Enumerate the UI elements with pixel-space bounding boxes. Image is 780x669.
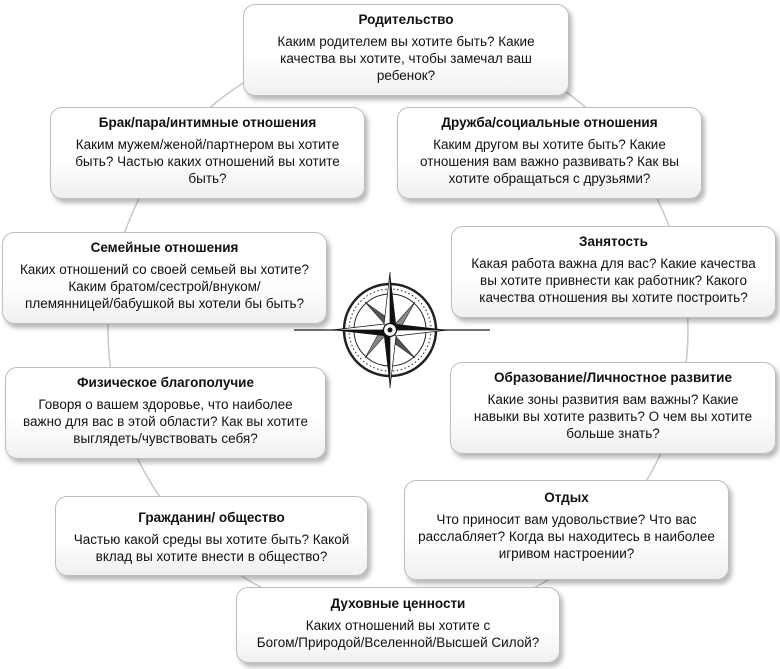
box-text: Каким мужем/женой/партнером вы хотите бы…: [61, 136, 354, 187]
compass-rose-icon: [294, 271, 490, 389]
box-text: Каким другом вы хотите быть? Какие отнош…: [408, 136, 691, 187]
box-text: Каким родителем вы хотите быть? Какие ка…: [254, 33, 558, 84]
box-text-line: Каким родителем вы хотите быть? Какие: [277, 34, 535, 49]
box-text: Говоря о вашем здоровье, что наиболее ва…: [16, 396, 315, 447]
box-text-line: быть?: [188, 171, 227, 186]
box-text-line: игривом настроении?: [498, 546, 635, 561]
box-text-line: больше знать?: [566, 426, 660, 441]
box-title: Брак/пара/интимные отношения: [98, 115, 317, 130]
box-title: Физическое благополучие: [77, 375, 254, 390]
box-text: Каких отношений вы хотите с Богом/Природ…: [247, 617, 549, 651]
box-title: Гражданин/ общество: [138, 510, 285, 525]
box-title: Образование/Личностное развитие: [494, 370, 732, 385]
box-title: Отдых: [544, 490, 589, 505]
values-box-physical-wellbeing: Физическое благополучие Говоря о вашем з…: [5, 367, 326, 459]
box-text-line: Богом/Природой/Вселенной/Высшей Силой?: [256, 635, 540, 650]
box-text: Частью какой среды вы хотите быть? Какой…: [66, 531, 357, 565]
box-text-line: Частью какой среды вы хотите быть? Какой: [73, 532, 350, 547]
box-text: Какая работа важна для вас? Какие качест…: [462, 255, 765, 306]
box-title: Занятость: [579, 234, 648, 249]
box-text: Какие зоны развития вам важны? Какие нав…: [461, 391, 765, 442]
box-text-line: Какая работа важна для вас? Какие качест…: [471, 256, 756, 271]
box-text-line: ребенок?: [376, 68, 436, 83]
box-text-line: Каких отношений со своей семьей вы хотит…: [19, 262, 310, 277]
values-box-employment: Занятость Какая работа важна для вас? Ка…: [451, 226, 776, 318]
values-box-friendship: Дружба/социальные отношения Каким другом…: [397, 107, 702, 199]
values-box-marriage: Брак/пара/интимные отношения Каким мужем…: [50, 107, 365, 199]
values-box-recreation: Отдых Что приносит вам удовольствие? Что…: [404, 480, 729, 580]
values-box-education: Образование/Личностное развитие Какие зо…: [450, 362, 776, 454]
box-title: Духовные ценности: [330, 596, 466, 611]
box-text-line: выглядеть/чувствовать себя?: [73, 431, 258, 446]
values-box-parenting: Родительство Каким родителем вы хотите б…: [243, 4, 569, 96]
box-text-line: Говоря о вашем здоровье, что наиболее: [38, 397, 293, 412]
box-text: Каких отношений со своей семьей вы хотит…: [13, 261, 316, 312]
box-title: Семейные отношения: [90, 240, 239, 255]
box-text-line: Каких отношений вы хотите с: [305, 618, 491, 633]
box-text-line: Каким мужем/женой/партнером вы хотите: [75, 137, 340, 152]
box-text-line: Что приносит вам удовольствие? Что вас: [436, 512, 697, 527]
box-text-line: Какие зоны развития вам важны? Какие: [487, 392, 739, 407]
box-text-line: хотите обращаться с друзьями?: [448, 171, 651, 186]
box-text-line: качества отношения вы хотите построить?: [479, 290, 748, 305]
values-box-spirituality: Духовные ценности Каких отношений вы хот…: [236, 587, 560, 663]
values-box-citizenship: Гражданин/ общество Частью какой среды в…: [55, 496, 368, 576]
box-text-line: важно для вас в этой области? Как вы хот…: [23, 414, 308, 429]
box-text: Что приносит вам удовольствие? Что вас р…: [415, 511, 718, 562]
box-text-line: вклад вы хотите внести в общество?: [95, 549, 328, 564]
box-title: Дружба/социальные отношения: [441, 115, 658, 130]
box-text-line: качества вы хотите, чтобы замечал ваш: [280, 51, 532, 66]
box-text-line: вы хотите привнести как работник? Какого: [480, 273, 747, 288]
box-text-line: расслабляет? Когда вы находитесь в наибо…: [418, 529, 715, 544]
values-box-family: Семейные отношения Каких отношений со св…: [2, 232, 327, 324]
box-text-line: Каким братом/сестрой/внуком/: [68, 279, 261, 294]
box-text-line: быть? Частью каких отношений вы хотите: [75, 154, 340, 169]
box-text-line: отношения вам важно развивать? Как вы: [420, 154, 679, 169]
box-text-line: Каким другом вы хотите быть? Какие: [433, 137, 666, 152]
box-text-line: навыки вы хотите развить? О чем вы хотит…: [473, 409, 753, 424]
box-title: Родительство: [358, 12, 454, 27]
box-text-line: племянницей/бабушкой вы хотели бы быть?: [25, 296, 304, 311]
